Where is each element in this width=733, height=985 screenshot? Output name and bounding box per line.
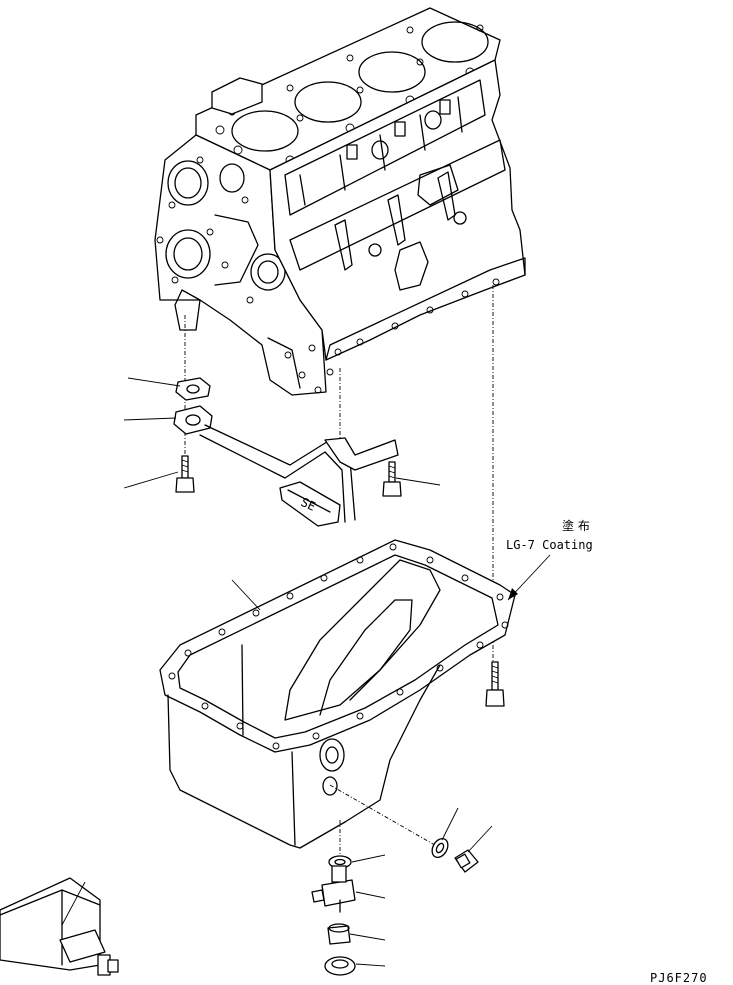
drain-sleeve — [327, 925, 351, 945]
engine-block — [154, 7, 526, 396]
bolt-right — [382, 461, 402, 497]
coating-label-jp: 塗 布 — [562, 518, 590, 533]
plug-washer — [431, 838, 449, 858]
oil-pan-bolt — [485, 661, 505, 707]
drain-tool — [0, 877, 119, 976]
bolt-left — [175, 455, 195, 493]
pipe-bracket — [324, 437, 399, 471]
oil-suction-pipe: SE — [173, 377, 399, 527]
drawing-code: PJ6F270 — [650, 971, 708, 985]
leader-lines — [61, 377, 551, 967]
flange-gasket — [175, 377, 211, 401]
pipe-flange — [173, 405, 213, 435]
drain-parts — [311, 838, 479, 976]
svg-text:SE: SE — [299, 495, 318, 514]
oil-pan — [159, 539, 516, 849]
drain-cap — [324, 956, 356, 976]
coating-label-en: LG-7 Coating — [506, 538, 593, 552]
drain-valve — [321, 879, 356, 907]
